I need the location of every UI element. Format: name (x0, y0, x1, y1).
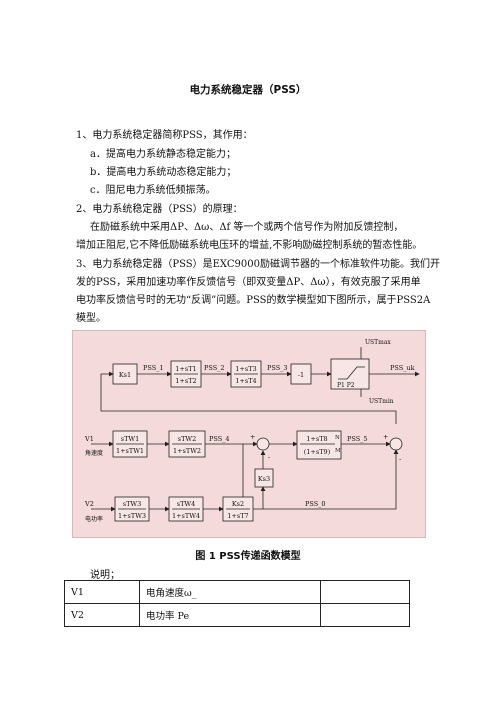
list-item-b: b．提高电力系统动态稳定能力； (90, 167, 237, 178)
v2-label: V2 (84, 500, 94, 508)
page-title: 电力系统稳定器（PSS） (189, 84, 307, 96)
limiter-block (330, 358, 370, 390)
table-cell-symbol: V1 (64, 580, 140, 604)
table-cell-description: 电功率 Pe (139, 603, 321, 627)
ks3-label: Ks3 (258, 475, 270, 483)
v2-name: 电功率 (85, 515, 103, 523)
plus-sign-1: + (250, 433, 255, 441)
pss5-label: PSS_5 (347, 435, 368, 443)
table-row: V2 电功率 Pe (64, 603, 410, 627)
pss3-label: PSS_3 (267, 364, 288, 372)
minus-sign-1: - (268, 453, 270, 461)
ustmin-label: USTmin (369, 398, 394, 405)
t3-den: 1+sT4 (235, 377, 256, 385)
tw2-num: sTW2 (178, 435, 197, 443)
section-3-line-2: 发的PSS，采用加速功率作反馈信号（即双变量ΔP、Δω），有效克服了采用单 (76, 277, 421, 288)
diagram-svg: Ks1 PSS_1 1+sT1 1+sT2 PSS_2 1+sT3 1+sT4 … (84, 339, 420, 523)
section-3-line-3: 电功率反馈信号时的无功“反调”问题。PSS的数学模型如下图所示，属于PSS2A (76, 295, 431, 306)
neg1-label: -1 (298, 371, 304, 379)
pssuk-label: PSS_uk (390, 364, 415, 372)
list-item-c: c．阻尼电力系统低频振荡。 (90, 185, 216, 196)
ks1-label: Ks1 (119, 371, 131, 379)
tw3-num: sTW3 (123, 500, 142, 508)
ks2-num: Ks2 (232, 500, 244, 508)
tw4-num: sTW4 (177, 500, 196, 508)
t1-den: 1+sT2 (175, 377, 196, 385)
section-2-line-1: 在励磁系统中采用ΔP、Δω、Δf 等一个或两个信号作为附加反馈控制， (90, 222, 404, 233)
t8-block (296, 430, 342, 460)
t7-den: 1+sT7 (227, 512, 248, 520)
section-2-heading: 2、电力系统稳定器（PSS）的原理： (76, 204, 243, 215)
section-3-line-1: 3、电力系统稳定器（PSS）是EXC9000励磁调节器的一个标准软件功能。我们开 (76, 259, 440, 270)
tw4-den: 1+sTW4 (172, 512, 200, 520)
n-exponent: N (335, 435, 340, 441)
v1-label: V1 (84, 435, 94, 443)
table-cell-symbol: V2 (64, 603, 140, 627)
m-exponent: M (335, 448, 341, 454)
table-cell-empty (320, 603, 410, 627)
tw1-num: sTW1 (121, 435, 140, 443)
pss0-label: PSS_0 (305, 500, 326, 508)
plus-sign-2: + (383, 433, 388, 441)
pss1-label: PSS_1 (143, 364, 164, 372)
t8-den: (1+sT9) (304, 448, 331, 456)
sum-junction-1 (256, 437, 270, 451)
section-1-heading: 1、电力系统稳定器简称PSS，其作用： (76, 130, 253, 141)
table-cell-empty (320, 580, 410, 604)
ustmax-label: USTmax (365, 339, 391, 346)
pss-block-diagram: Ks1 PSS_1 1+sT1 1+sT2 PSS_2 1+sT3 1+sT4 … (72, 330, 426, 538)
tw2-den: 1+sTW2 (173, 447, 201, 455)
note-label: 说明； (90, 570, 120, 581)
tw1-den: 1+sTW1 (116, 447, 144, 455)
sum-junction-2 (389, 437, 403, 451)
p1p2-label: P1 P2 (337, 382, 355, 389)
t3-num: 1+sT3 (235, 365, 256, 373)
v1-name: 角速度 (85, 449, 103, 457)
section-2-line-2: 增加正阻尼,它不降低励磁系统电压环的增益,不影响励磁控制系统的暂态性能。 (76, 240, 423, 251)
table-cell-description: 电角速度ω_ (139, 580, 321, 604)
t1-num: 1+sT1 (175, 365, 196, 373)
table-row: V1 电角速度ω_ (64, 580, 410, 604)
minus-sign-2: - (399, 455, 401, 463)
list-item-a: a．提高电力系统静态稳定能力； (90, 149, 236, 160)
symbol-table: V1 电角速度ω_ V2 电功率 Pe (64, 580, 410, 627)
pss2-label: PSS_2 (204, 364, 225, 372)
t8-num: 1+sT8 (306, 435, 327, 443)
section-3-line-4: 模型。 (76, 313, 106, 324)
figure-caption: 图 1 PSS传递函数模型 (195, 551, 301, 562)
tw3-den: 1+sTW3 (118, 512, 146, 520)
pss4-label: PSS_4 (209, 435, 230, 443)
